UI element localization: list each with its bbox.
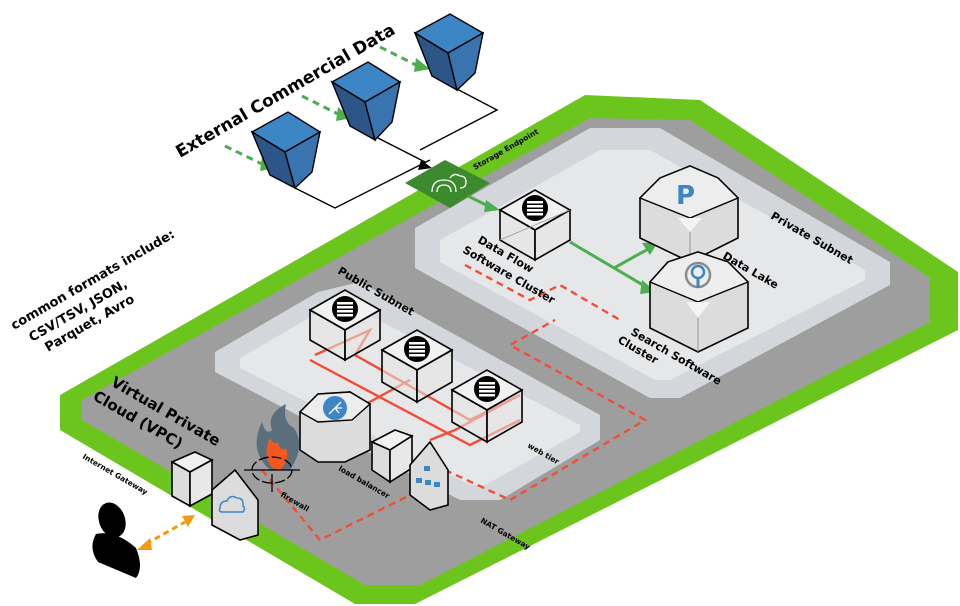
search-cluster-icon xyxy=(684,261,712,289)
web-server-3[interactable] xyxy=(450,369,524,444)
search-cluster-node[interactable] xyxy=(648,251,750,353)
user-icon xyxy=(92,502,140,578)
bucket-3 xyxy=(413,13,485,92)
dataflow-dashed-link xyxy=(464,263,621,322)
data-flow-cluster-node[interactable] xyxy=(498,189,572,262)
storage-endpoint-icon xyxy=(431,173,467,193)
firewall-node[interactable] xyxy=(244,404,300,492)
cloud-icon xyxy=(218,495,246,513)
internet-gateway-node[interactable] xyxy=(170,451,259,541)
web-server-2[interactable] xyxy=(380,329,454,404)
dataflow-to-datalake-arrow xyxy=(613,246,651,270)
server-rack-icon xyxy=(474,376,500,402)
bucket-2 xyxy=(330,61,402,142)
data-lake-node[interactable]: P xyxy=(638,165,740,263)
load-balancer-node[interactable] xyxy=(298,391,372,463)
dataflow-to-search-arrow xyxy=(569,240,649,290)
endpoint-to-dataflow-arrow xyxy=(467,194,489,208)
private-dashed-link xyxy=(444,318,648,502)
server-rack-icon xyxy=(522,195,548,221)
bucket-connector-lines xyxy=(294,87,499,209)
network-hierarchy-icon xyxy=(416,466,440,487)
nat-dashed-link xyxy=(261,469,421,542)
server-rack-icon xyxy=(404,336,430,362)
nat-gateway-node-b[interactable] xyxy=(409,440,449,511)
web-server-1[interactable] xyxy=(308,289,382,362)
server-rack-icon xyxy=(332,296,358,322)
load-balancer-icon xyxy=(323,396,347,420)
bucket-1 xyxy=(250,111,322,190)
parquet-p-icon: P xyxy=(676,181,695,211)
crosshair-icon xyxy=(244,456,300,492)
user-gateway-link xyxy=(137,515,195,550)
